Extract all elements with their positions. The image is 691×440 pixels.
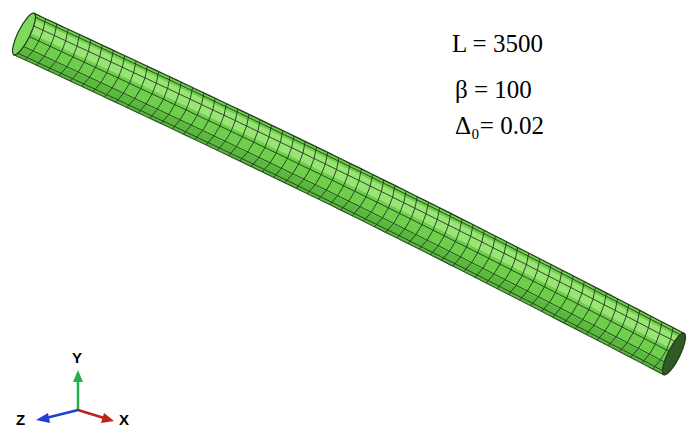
mesh-ring	[138, 72, 158, 113]
mesh-ring	[520, 259, 540, 300]
mesh-ring	[397, 197, 417, 238]
mesh-ring	[150, 77, 170, 118]
z-axis	[46, 410, 78, 418]
mesh-ring	[296, 147, 316, 188]
mesh-ring	[575, 287, 595, 328]
mesh-ring	[262, 131, 282, 172]
mesh-ring	[419, 208, 439, 249]
length-value: L = 3500	[452, 30, 543, 58]
axis-triad	[36, 370, 114, 423]
mesh-ring	[564, 282, 584, 323]
mesh-ring	[285, 142, 305, 183]
mesh-ring	[531, 264, 551, 305]
mesh-ring	[71, 40, 91, 81]
imperfection-value: Δ₀= 0.02	[455, 112, 544, 140]
meshed-tube	[8, 11, 689, 378]
mesh-ring	[620, 310, 640, 351]
mesh-ring	[631, 316, 651, 357]
z-arrowhead	[36, 413, 50, 423]
mesh-ring	[375, 186, 395, 227]
mesh-ring	[93, 50, 113, 91]
tube-body	[14, 13, 684, 374]
axis-label: X	[119, 412, 129, 429]
mesh-ring	[497, 247, 517, 288]
beta-value: β = 100	[455, 76, 532, 104]
mesh-ring	[352, 174, 372, 215]
mesh-ring	[37, 24, 57, 65]
mesh-ring	[206, 104, 226, 145]
mesh-ring	[48, 29, 68, 70]
mesh-ring	[217, 109, 237, 150]
mesh-ring	[486, 242, 506, 283]
mesh-ring	[274, 136, 294, 177]
mesh-ring	[229, 114, 249, 155]
mesh-ring	[408, 202, 428, 243]
mesh-ring	[553, 276, 573, 317]
y-arrowhead	[73, 370, 83, 382]
mesh-ring	[442, 219, 462, 260]
mesh-ring	[195, 98, 215, 139]
mesh-ring	[453, 225, 473, 266]
mesh-ring	[116, 61, 136, 102]
mesh-ring	[184, 93, 204, 134]
mesh-ring	[464, 230, 484, 271]
x-axis	[78, 410, 104, 418]
tube-shadow	[14, 45, 669, 374]
mesh-ring	[386, 191, 406, 232]
mesh-ring	[586, 293, 606, 334]
tube-highlight	[26, 19, 682, 351]
mesh-ring	[307, 152, 327, 193]
mesh-ring	[431, 213, 451, 254]
mesh-ring	[642, 322, 662, 363]
axis-label: Y	[72, 350, 82, 367]
mesh-ring	[597, 299, 617, 340]
mesh-line	[22, 46, 672, 366]
mesh-ring	[161, 82, 181, 123]
mesh-ring	[542, 270, 562, 311]
mesh-ring	[104, 56, 124, 97]
mesh-ring	[59, 35, 79, 76]
mesh-line	[32, 25, 682, 345]
mesh-ring	[608, 305, 628, 346]
tube-end-left	[8, 11, 39, 58]
tube-end-right	[658, 331, 689, 378]
mesh-line	[16, 52, 666, 372]
y-axis	[77, 380, 80, 410]
mesh-ring	[172, 88, 192, 129]
mesh-ring	[341, 169, 361, 210]
mesh-ring	[127, 66, 147, 107]
mesh-ring	[82, 45, 102, 86]
mesh-line	[28, 36, 678, 356]
mesh-ring	[475, 236, 495, 277]
mesh-ring	[364, 180, 384, 221]
x-arrowhead	[101, 413, 114, 423]
mesh-ring	[330, 163, 350, 204]
mesh-ring	[319, 158, 339, 199]
mesh-ring	[509, 253, 529, 294]
axis-label: Z	[16, 412, 25, 429]
mesh-ring	[240, 120, 260, 161]
mesh-ring	[251, 125, 271, 166]
mesh-line	[34, 17, 684, 337]
